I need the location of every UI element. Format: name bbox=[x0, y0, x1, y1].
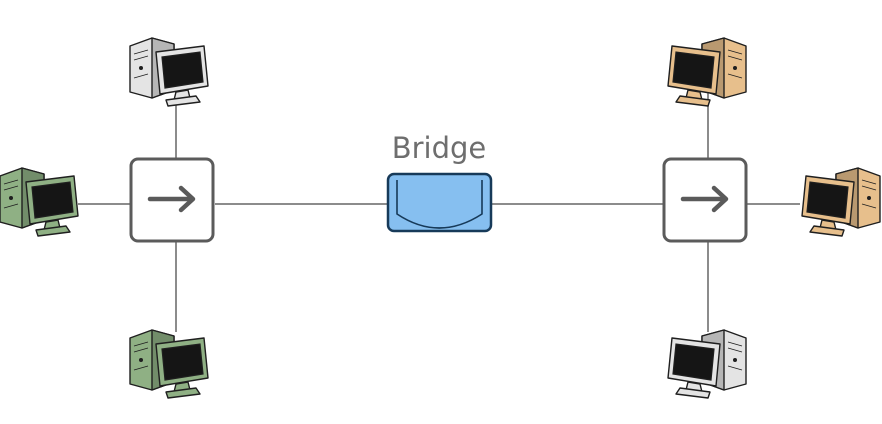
hub-right[interactable] bbox=[662, 157, 748, 243]
arrow-right-icon bbox=[680, 185, 729, 213]
computer-pc-left-bottom[interactable] bbox=[129, 329, 209, 399]
desktop-computer-icon bbox=[129, 329, 209, 399]
desktop-computer-icon bbox=[129, 37, 209, 107]
bridge-curve bbox=[396, 180, 483, 229]
arrow-right-icon bbox=[147, 185, 196, 213]
bridge-icon bbox=[386, 172, 493, 233]
bridge[interactable]: Bridge bbox=[386, 131, 493, 233]
desktop-computer-icon bbox=[667, 329, 747, 399]
desktop-computer-icon bbox=[667, 37, 747, 107]
computer-pc-right-side[interactable] bbox=[801, 167, 881, 237]
desktop-computer-icon bbox=[0, 167, 79, 237]
desktop-computer-icon bbox=[801, 167, 881, 237]
computer-pc-left-side[interactable] bbox=[0, 167, 79, 237]
computer-pc-left-top[interactable] bbox=[129, 37, 209, 107]
bridge-label: Bridge bbox=[392, 131, 487, 165]
computer-pc-right-bottom[interactable] bbox=[667, 329, 747, 399]
computer-pc-right-top[interactable] bbox=[667, 37, 747, 107]
hub-left[interactable] bbox=[129, 157, 215, 243]
